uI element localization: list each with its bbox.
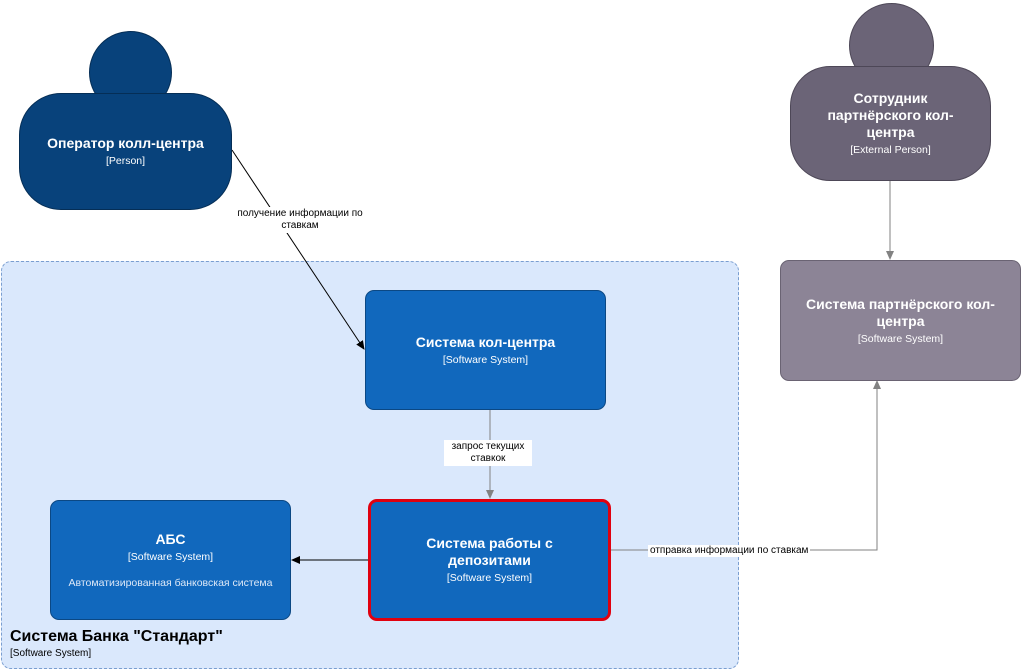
call-center-tag: [Software System] (442, 353, 529, 366)
abs-tag: [Software System] (127, 550, 214, 563)
edge-label-operator-to-callcenter: получение информации по ставкам (234, 207, 366, 233)
abs-description: Автоматизированная банковская система (68, 576, 273, 589)
partner-system-tag: [Software System] (857, 332, 944, 345)
operator-person[interactable]: Оператор колл-центра [Person] (19, 93, 232, 210)
call-center-title: Система кол-центра (415, 333, 556, 350)
edge-label-deposits-to-partner: отправка информации по ставкам (648, 545, 811, 557)
edge-operator-to-callcenter (231, 149, 365, 350)
edge-deposits-to-partner-system (611, 380, 881, 551)
boundary-title: Система Банка "Стандарт" (10, 628, 223, 645)
partner-employee-title: Сотрудник партнёрского кол-центра (827, 90, 954, 140)
partner-employee-tag: [External Person] (850, 144, 931, 156)
deposits-system[interactable]: Система работы с депозитами [Software Sy… (368, 499, 611, 621)
abs-title: АБС (155, 530, 186, 547)
deposits-tag: [Software System] (446, 572, 533, 584)
operator-title: Оператор колл-центра (47, 135, 204, 151)
abs-system[interactable]: АБС [Software System] Автоматизированная… (50, 500, 291, 620)
boundary-tag: [Software System] (10, 648, 92, 659)
partner-system-title: Система партнёрского кол-центра (806, 295, 995, 329)
partner-employee-person[interactable]: Сотрудник партнёрского кол-центра [Exter… (790, 66, 991, 181)
deposits-title: Система работы с депозитами (426, 535, 553, 568)
call-center-system[interactable]: Система кол-центра [Software System] (365, 290, 606, 410)
partner-call-center-system[interactable]: Система партнёрского кол-центра [Softwar… (780, 260, 1021, 381)
edge-label-callcenter-to-deposits: запрос текущих ставкок (444, 440, 532, 466)
operator-tag: [Person] (105, 155, 146, 167)
